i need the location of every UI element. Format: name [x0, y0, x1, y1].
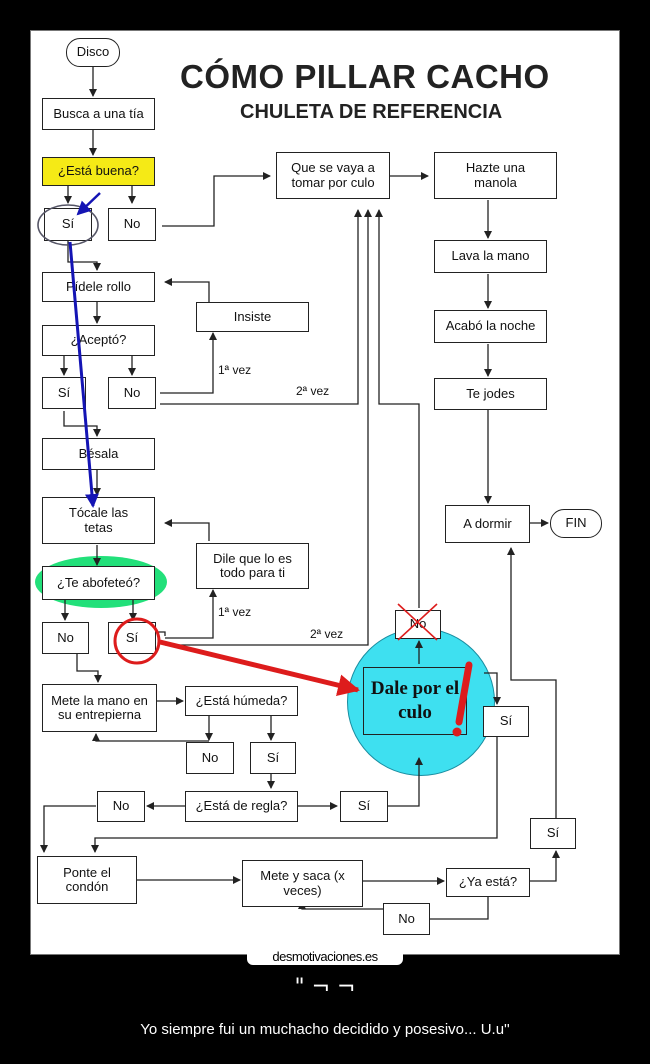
node-te-jodes: Te jodes — [434, 378, 547, 410]
node-mete-saca: Mete y saca (x veces) — [242, 860, 363, 907]
node-a-dormir: A dormir — [445, 505, 530, 543]
node-acepto: ¿Aceptó? — [42, 325, 155, 356]
node-que-se-vaya: Que se vaya a tomar por culo — [276, 152, 390, 199]
post-title: " ¬ ¬ — [294, 975, 356, 1000]
node-besala: Bésala — [42, 438, 155, 470]
node-no-2: No — [108, 377, 156, 409]
node-pidele: Pídele rollo — [42, 272, 155, 302]
site-watermark: desmotivaciones.es — [247, 947, 403, 965]
node-hazte: Hazte una manola — [434, 152, 557, 199]
node-fin: FIN — [550, 509, 602, 538]
node-esta-buena: ¿Está buena? — [42, 157, 155, 186]
node-si-2: Sí — [42, 377, 86, 409]
node-no-5: No — [97, 791, 145, 822]
node-si-7: Sí — [483, 706, 529, 737]
node-dale: Dale por el culo — [363, 667, 467, 735]
node-no-3: No — [42, 622, 89, 654]
node-no-6: No — [383, 903, 430, 935]
edge-label-1a-vez-2: 1ª vez — [218, 605, 252, 619]
node-no-crossed: No — [395, 610, 441, 639]
node-no-1: No — [108, 208, 156, 241]
node-si-6: Sí — [530, 818, 576, 849]
node-si-3: Sí — [108, 622, 156, 654]
node-regla: ¿Está de regla? — [185, 791, 298, 822]
node-no-4: No — [186, 742, 234, 774]
node-insiste: Insiste — [196, 302, 309, 332]
node-busca: Busca a una tía — [42, 98, 155, 130]
edge-label-1a-vez: 1ª vez — [218, 363, 252, 377]
node-mete-mano: Mete la mano en su entrepierna — [42, 684, 157, 732]
node-ya-esta: ¿Ya está? — [446, 868, 530, 897]
edge-label-2a-vez: 2ª vez — [296, 384, 330, 398]
node-dile: Dile que lo es todo para ti — [196, 543, 309, 589]
node-tocale: Tócale las tetas — [42, 497, 155, 544]
node-si-4: Sí — [250, 742, 296, 774]
poster-subtitle: CHULETA DE REFERENCIA — [240, 101, 503, 123]
node-humeda: ¿Está húmeda? — [185, 686, 298, 716]
edge-label-2a-vez-2: 2ª vez — [310, 627, 344, 641]
poster-title: CÓMO PILLAR CACHO — [180, 58, 550, 95]
node-acabo: Acabó la noche — [434, 310, 547, 343]
node-disco: Disco — [66, 38, 120, 67]
post-caption: Yo siempre fui un muchacho decidido y po… — [140, 1021, 510, 1038]
node-condon: Ponte el condón — [37, 856, 137, 904]
node-si-5: Sí — [340, 791, 388, 822]
node-si-1: Sí — [44, 208, 92, 241]
node-lava: Lava la mano — [434, 240, 547, 273]
node-abofeteo: ¿Te abofeteó? — [42, 566, 155, 600]
